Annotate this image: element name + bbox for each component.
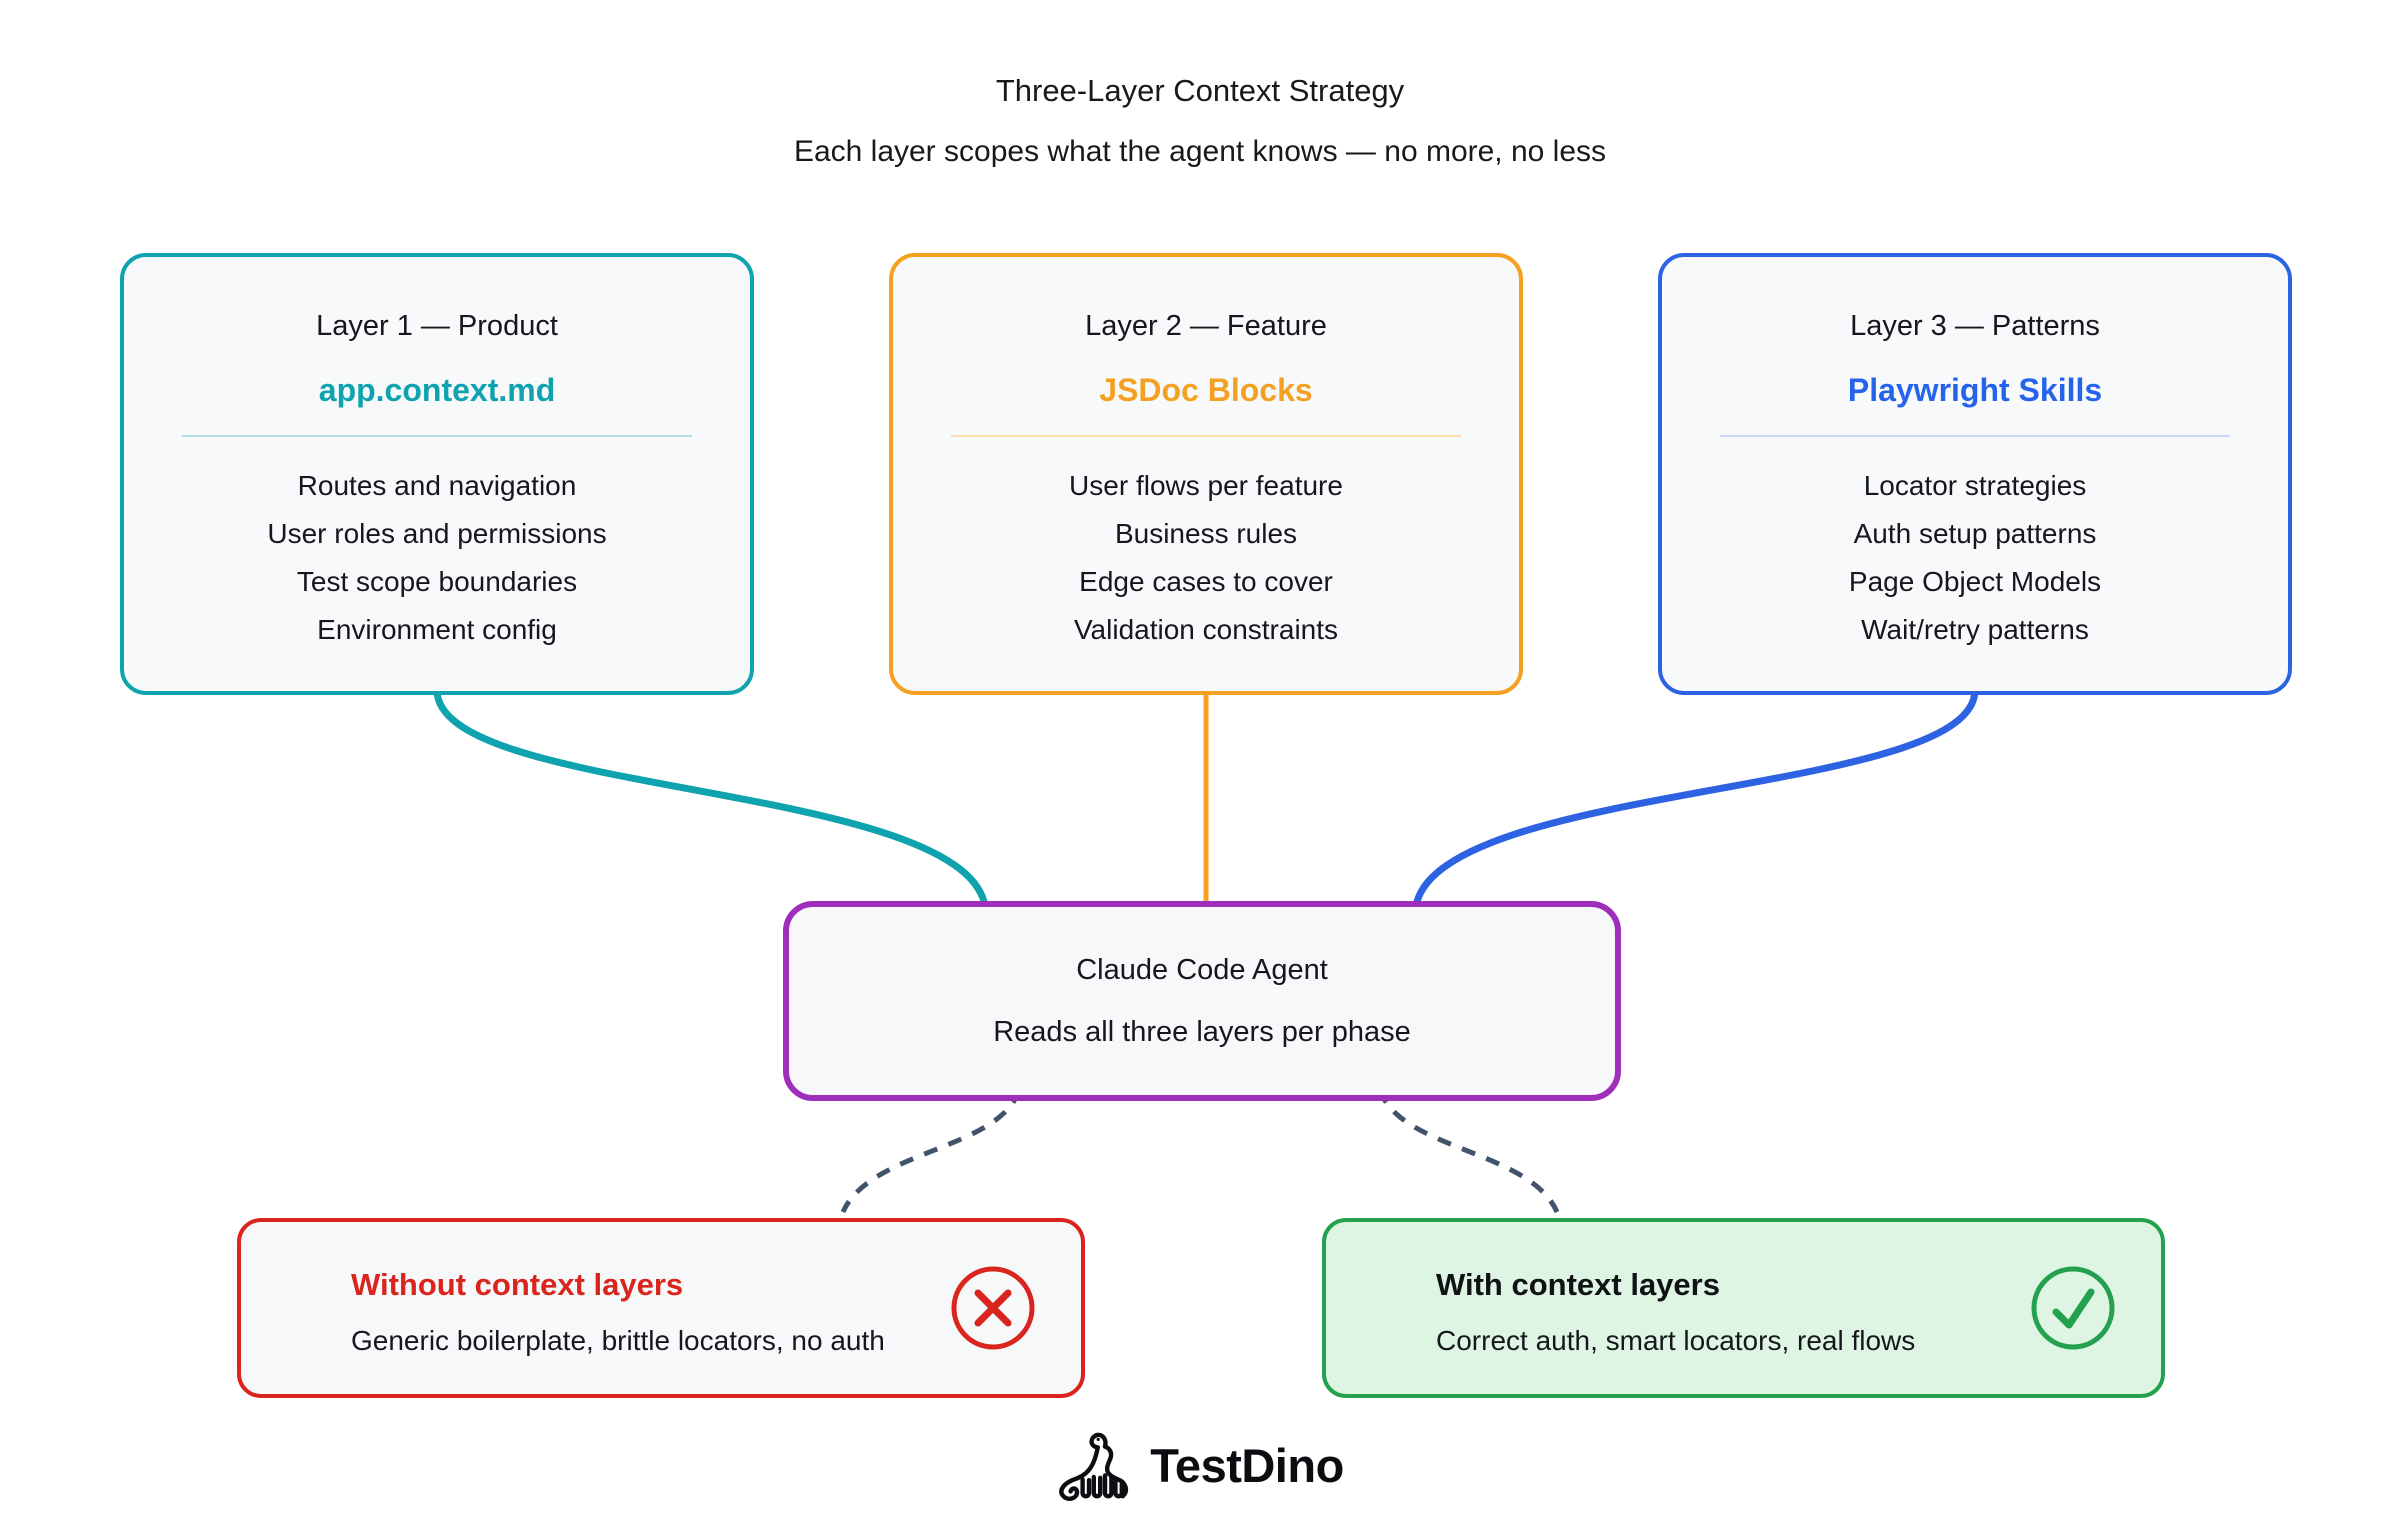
- x-circle-icon: [951, 1266, 1035, 1350]
- card-item: User roles and permissions: [267, 518, 607, 549]
- connector-with: [1377, 1089, 1560, 1214]
- page-subtitle: Each layer scopes what the agent knows —…: [793, 135, 1607, 168]
- card-heading: Layer 1 — Product: [316, 310, 558, 342]
- layer-card-patterns: Layer 3 — Patterns Playwright Skills Loc…: [1658, 253, 2292, 695]
- card-item: Business rules: [1114, 518, 1298, 549]
- layer-card-product: Layer 1 — Product app.context.md Routes …: [120, 253, 754, 695]
- card-item: Wait/retry patterns: [1861, 614, 2089, 645]
- card-item: Page Object Models: [1848, 566, 2102, 597]
- check-circle-icon: [2031, 1266, 2115, 1350]
- card-divider: [1720, 435, 2230, 437]
- card-divider: [951, 435, 1461, 437]
- card-items: Locator strategies Auth setup patterns P…: [1662, 462, 2288, 654]
- card-artifact: JSDoc Blocks: [1099, 372, 1313, 408]
- card-item: Environment config: [317, 614, 557, 645]
- brand-logo: TestDino: [1056, 1428, 1344, 1502]
- layer-card-feature: Layer 2 — Feature JSDoc Blocks User flow…: [889, 253, 1523, 695]
- outcome-card-without: Without context layers Generic boilerpla…: [237, 1218, 1085, 1398]
- card-items: User flows per feature Business rules Ed…: [893, 462, 1519, 654]
- dinosaur-icon: [1059, 1432, 1129, 1501]
- card-item: Test scope boundaries: [296, 566, 578, 597]
- card-item: Auth setup patterns: [1853, 518, 2097, 549]
- agent-card: Claude Code Agent Reads all three layers…: [783, 901, 1621, 1101]
- card-item: Locator strategies: [1863, 470, 2087, 501]
- card-heading: Layer 2 — Feature: [1085, 310, 1327, 342]
- agent-subtitle: Reads all three layers per phase: [993, 1016, 1411, 1048]
- card-divider: [182, 435, 692, 437]
- card-artifact: Playwright Skills: [1847, 372, 2103, 408]
- brand-wordmark: TestDino: [1150, 1438, 1344, 1492]
- outcome-description: Correct auth, smart locators, real flows: [1436, 1325, 1916, 1356]
- connector-without: [840, 1089, 1022, 1214]
- page-title: Three-Layer Context Strategy: [995, 73, 1405, 108]
- connector-product: [433, 689, 990, 916]
- card-artifact: app.context.md: [318, 372, 556, 408]
- card-items: Routes and navigation User roles and per…: [124, 462, 750, 654]
- outcome-heading: With context layers: [1436, 1267, 1720, 1302]
- card-heading: Layer 3 — Patterns: [1850, 310, 2100, 342]
- outcome-description: Generic boilerplate, brittle locators, n…: [351, 1325, 885, 1356]
- card-item: Routes and navigation: [297, 470, 577, 501]
- card-item: Edge cases to cover: [1079, 566, 1333, 597]
- card-item: User flows per feature: [1069, 470, 1343, 501]
- connector-patterns: [1411, 689, 1979, 916]
- card-item: Validation constraints: [1073, 614, 1339, 645]
- agent-title: Claude Code Agent: [1076, 954, 1328, 986]
- outcome-text: With context layers Correct auth, smart …: [1436, 1265, 1915, 1361]
- outcome-text: Without context layers Generic boilerpla…: [351, 1265, 885, 1361]
- outcome-card-with: With context layers Correct auth, smart …: [1322, 1218, 2165, 1398]
- outcome-heading: Without context layers: [351, 1267, 684, 1302]
